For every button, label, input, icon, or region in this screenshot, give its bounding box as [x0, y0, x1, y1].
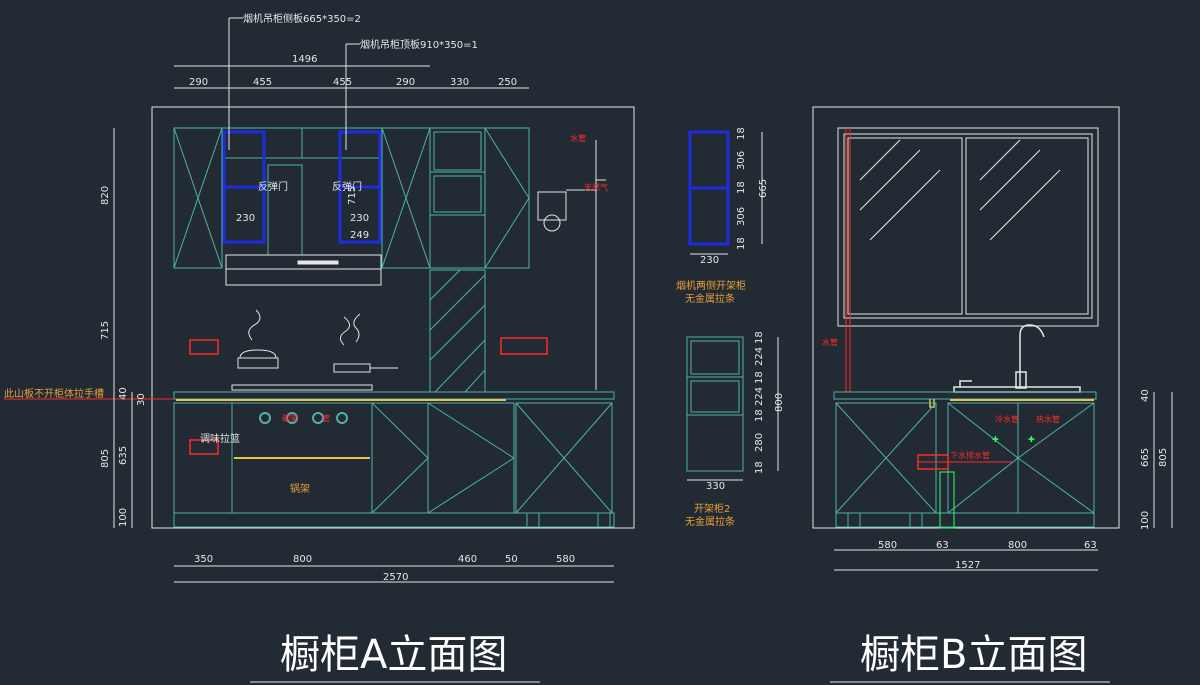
lower-cabinets-a	[173, 402, 615, 528]
dim-100-a: 100	[118, 508, 129, 527]
drain-pipe-label: 下水排水管	[950, 450, 990, 460]
dim-715-cab: 715	[347, 186, 358, 205]
hood-side-open-cabinets	[222, 130, 382, 244]
dim-800-mid: 800	[774, 393, 785, 412]
dim-18-g: 18	[754, 461, 765, 474]
dim-18-e: 18	[754, 371, 765, 384]
countertop-a	[173, 391, 615, 400]
cold-water-valve: ✚	[992, 435, 999, 444]
window	[843, 133, 1093, 319]
dim-715: 715	[100, 321, 111, 340]
dim-1496: 1496	[292, 54, 317, 65]
gas-pipe-mark: 管	[322, 413, 330, 423]
dim-224-b: 224	[754, 387, 765, 406]
dim-455-a: 455	[253, 77, 272, 88]
dim-2570: 2570	[383, 572, 408, 583]
water-pipe-label-b: 水管	[822, 337, 838, 347]
hood-top-panel-label: 烟机吊柜顶板910*350=1	[360, 38, 478, 51]
dim-306-b: 306	[736, 207, 747, 226]
dim-820: 820	[100, 186, 111, 205]
elevation-b: 水管 下水排水管 冷水管 热水管 ✚	[812, 106, 1173, 571]
dim-805-b: 805	[1158, 448, 1169, 467]
hot-water-label: 热水管	[1036, 414, 1060, 424]
dim-330-mid: 330	[706, 481, 725, 492]
dim-18-b: 18	[736, 181, 747, 194]
open-cabinet-2-label: 开架柜2	[694, 502, 730, 515]
dim-290-b: 290	[396, 77, 415, 88]
water-pipe-b	[845, 128, 851, 392]
hatched-tall-panel	[429, 269, 486, 393]
no-metal-strip-label-1: 无金属拉条	[685, 292, 735, 305]
dim-50: 50	[505, 554, 518, 565]
dim-800-a: 800	[293, 554, 312, 565]
dim-460: 460	[458, 554, 477, 565]
drain-pipe	[939, 471, 955, 529]
reverse-door-label-2: 反弹门	[332, 180, 362, 193]
dim-40-a: 40	[118, 387, 129, 400]
seasoning-basket-label: 调味拉篮	[200, 432, 240, 445]
dim-350: 350	[194, 554, 213, 565]
title-elevation-a: 橱柜A立面图	[280, 632, 507, 678]
dim-100-b: 100	[1140, 511, 1151, 530]
upper-cabinets-a	[173, 127, 530, 269]
dim-63-a: 63	[936, 540, 949, 551]
dim-805-a: 805	[100, 449, 111, 468]
reverse-door-label-1: 反弹门	[258, 180, 288, 193]
dim-455-b: 455	[333, 77, 352, 88]
side-panel-note: 此山板不开柜体拉手槽	[4, 387, 104, 400]
dim-306-a: 306	[736, 151, 747, 170]
pot-rack-label: 锅架	[290, 483, 310, 495]
dim-30-a: 30	[136, 393, 147, 406]
dim-280: 280	[754, 433, 765, 452]
stove-and-pots	[231, 309, 398, 391]
wall-outlets-a	[189, 337, 548, 455]
dim-18-a: 18	[736, 127, 747, 140]
faucet-and-sink	[953, 324, 1081, 393]
dim-1527: 1527	[955, 560, 980, 571]
dim-63-b: 63	[1084, 540, 1097, 551]
dim-18-f: 18	[754, 409, 765, 422]
dim-665-mid: 665	[758, 179, 769, 198]
hot-water-valve: ✚	[1028, 435, 1035, 444]
dim-249: 249	[350, 230, 369, 241]
cold-water-label: 冷水管	[995, 414, 1019, 424]
elevation-a-wall-frame	[151, 106, 635, 529]
range-hood	[225, 254, 382, 286]
no-metal-strip-label-2: 无金属拉条	[685, 515, 735, 528]
dim-580-b: 580	[878, 540, 897, 551]
elevation-a: 烟机吊柜侧板665*350=2 烟机吊柜顶板910*350=1 反弹门 反弹门 …	[4, 12, 635, 583]
dim-290-a: 290	[189, 77, 208, 88]
dim-580-a: 580	[556, 554, 575, 565]
dim-665-b: 665	[1140, 448, 1151, 467]
gas-meter	[537, 140, 606, 390]
elevation-b-wall-frame	[812, 106, 1120, 529]
middle-details: 18 306 18 306 18 665 230 烟机两侧开架柜 无金属拉条 1…	[676, 127, 785, 528]
dim-40-b: 40	[1140, 389, 1151, 402]
water-pipe-label-a: 水管	[570, 133, 586, 143]
dim-230-left: 230	[236, 213, 255, 224]
open-cabinet-2-detail	[686, 336, 744, 472]
dim-635: 635	[118, 446, 129, 465]
dim-250: 250	[498, 77, 517, 88]
dim-18-c: 18	[736, 237, 747, 250]
hood-side-panel-label: 烟机吊柜侧板665*350=2	[243, 12, 361, 25]
burner-knobs	[259, 412, 348, 424]
dim-18-d: 18	[754, 331, 765, 344]
dim-230-mid: 230	[700, 255, 719, 266]
dim-224-a: 224	[754, 347, 765, 366]
dim-330: 330	[450, 77, 469, 88]
dim-230-right: 230	[350, 213, 369, 224]
countertop-b	[833, 391, 1097, 400]
bowl-rack-label: 碗架	[282, 413, 298, 423]
natural-gas-label: 天然气	[584, 182, 608, 192]
title-elevation-b: 橱柜B立面图	[860, 632, 1087, 678]
dim-800-b: 800	[1008, 540, 1027, 551]
hood-side-open-cabinet-detail	[688, 130, 730, 246]
top-dimension-chain-a	[174, 65, 529, 89]
open-cabinet-hood-label: 烟机两侧开架柜	[676, 279, 746, 292]
